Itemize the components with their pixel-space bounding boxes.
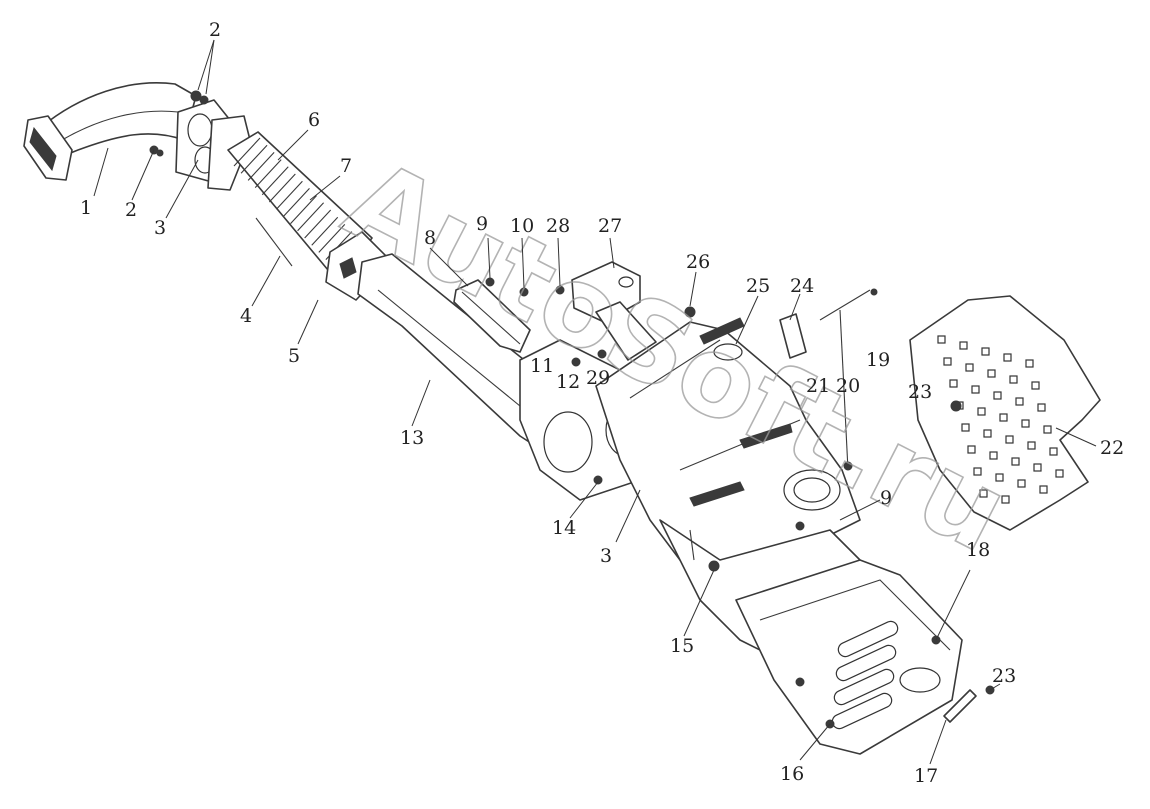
part-4-stud <box>255 217 293 267</box>
hose-corrugation <box>233 137 261 167</box>
perforation-hole <box>1021 419 1030 428</box>
perforation-hole <box>981 347 990 356</box>
part-22-perforated-guard <box>909 295 1101 531</box>
callout-11: 11 <box>530 355 554 377</box>
hose-corrugation <box>311 216 339 246</box>
callout-19: 19 <box>866 349 890 371</box>
perforation-hole <box>999 413 1008 422</box>
perforation-hole <box>965 363 974 372</box>
perforation-hole <box>1031 381 1040 390</box>
callout-1: 1 <box>80 197 92 219</box>
perforation-hole <box>977 407 986 416</box>
callout-24: 24 <box>790 275 814 297</box>
callout-29: 29 <box>586 367 610 389</box>
perforation-hole <box>1003 353 1012 362</box>
callout-27: 27 <box>598 215 622 237</box>
callout-26: 26 <box>686 251 710 273</box>
perforation-hole <box>959 341 968 350</box>
callout-17: 17 <box>914 765 938 787</box>
callout-8: 8 <box>424 227 436 249</box>
callout-labels: 2 1 2 3 6 7 4 5 8 9 10 28 27 26 25 24 11… <box>80 19 1124 787</box>
perforation-hole <box>949 379 958 388</box>
hose-corrugation <box>275 180 303 210</box>
perforation-hole <box>995 473 1004 482</box>
part-25-muffler-body <box>595 317 861 571</box>
part-17-strap <box>943 689 977 723</box>
callout-5: 5 <box>288 345 300 367</box>
callout-15: 15 <box>670 635 694 657</box>
callout-4: 4 <box>240 305 252 327</box>
perforation-hole <box>989 451 998 460</box>
callout-3-lower: 3 <box>600 545 612 567</box>
callout-22: 22 <box>1100 437 1124 459</box>
callout-9-lower: 9 <box>880 487 892 509</box>
perforation-hole <box>1015 397 1024 406</box>
part-27-connector <box>571 261 657 361</box>
perforation-hole <box>971 385 980 394</box>
perforation-hole <box>1037 403 1046 412</box>
hose-corrugation <box>247 152 275 181</box>
callout-2-top: 2 <box>209 19 221 41</box>
callout-23-lower: 23 <box>992 665 1016 687</box>
perforation-hole <box>973 467 982 476</box>
callout-2-lower: 2 <box>125 199 137 221</box>
callout-16: 16 <box>780 763 804 785</box>
perforation-hole <box>993 391 1002 400</box>
callout-21: 21 <box>806 375 830 397</box>
perforation-hole <box>987 369 996 378</box>
hose-corrugation <box>318 224 346 253</box>
perforation-hole <box>1025 359 1034 368</box>
callout-13: 13 <box>400 427 424 449</box>
hose-corrugation <box>254 159 282 188</box>
perforation-hole <box>1017 479 1026 488</box>
part-3-flange-upper <box>175 99 251 191</box>
callout-25: 25 <box>746 275 770 297</box>
perforation-hole <box>1027 441 1036 450</box>
hose-corrugation <box>297 202 325 232</box>
perforation-hole <box>1005 435 1014 444</box>
small-fasteners <box>485 277 995 695</box>
perforation-hole <box>1033 463 1042 472</box>
hose-corrugation <box>283 188 310 217</box>
perforation-hole <box>983 429 992 438</box>
callout-6: 6 <box>308 109 320 131</box>
callout-3-upper: 3 <box>154 217 166 239</box>
perforation-hole <box>1001 495 1010 504</box>
heat-shield-slots <box>831 620 899 730</box>
perforation-hole <box>1043 425 1052 434</box>
hose-corrugation <box>304 209 332 239</box>
part-1-bent-pipe <box>23 82 197 181</box>
perforation-hole <box>979 489 988 498</box>
part-2-fasteners <box>149 90 209 157</box>
perforation-hole <box>961 423 970 432</box>
perforation-hole <box>1011 457 1020 466</box>
callout-12: 12 <box>556 371 580 393</box>
perforation-hole <box>1049 447 1058 456</box>
callout-7: 7 <box>340 155 352 177</box>
perforation-hole <box>967 445 976 454</box>
hose-corrugation <box>268 173 296 203</box>
callout-10: 10 <box>510 215 534 237</box>
callout-14: 14 <box>552 517 576 539</box>
part-24-fitting <box>779 288 878 471</box>
perforation-hole <box>1055 469 1064 478</box>
callout-9-upper: 9 <box>476 213 488 235</box>
callout-20: 20 <box>836 375 860 397</box>
part-8-bracket <box>453 279 531 353</box>
callout-18: 18 <box>966 539 990 561</box>
hose-corrugation <box>261 166 289 196</box>
hose-corrugation <box>240 144 268 174</box>
callout-28: 28 <box>546 215 570 237</box>
perforation-hole <box>943 357 952 366</box>
hose-corrugation <box>290 195 317 224</box>
part-7-flex-hose <box>227 131 373 283</box>
callout-23-upper: 23 <box>908 381 932 403</box>
perforation-hole <box>1009 375 1018 384</box>
leader-lines <box>93 39 1097 765</box>
perforation-hole <box>1039 485 1048 494</box>
part-16-heat-shield <box>735 559 963 755</box>
perforation-hole <box>937 335 946 344</box>
